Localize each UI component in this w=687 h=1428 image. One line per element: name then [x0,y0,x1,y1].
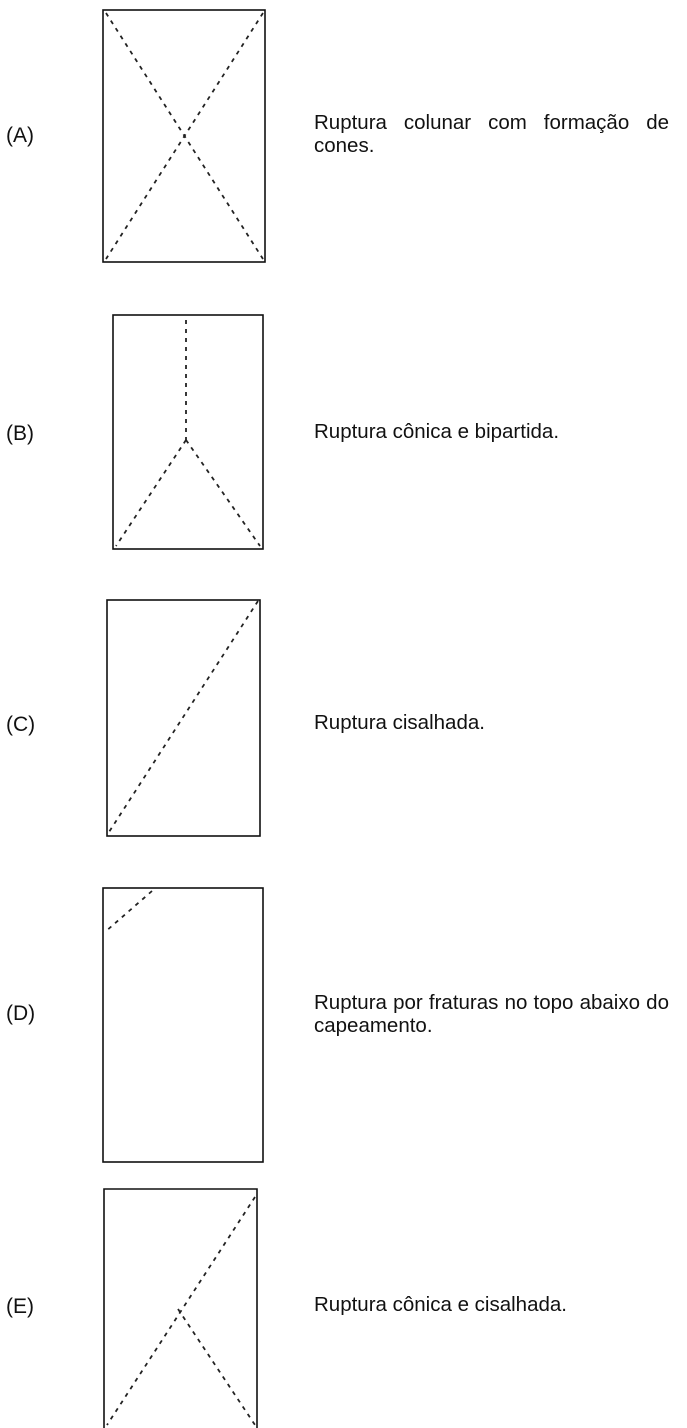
diagram-d [102,887,264,1163]
crack-b-right [185,439,261,547]
diagram-b [112,314,264,550]
specimen-outline-c [106,599,261,837]
diagram-a [102,9,266,263]
description-a: Ruptura colunar com formação de cones. [314,111,669,157]
label-b: (B) [6,422,34,445]
crack-e-long [106,1196,256,1426]
specimen-outline-a [102,9,266,263]
crack-e-short [177,1308,256,1426]
label-e: (E) [6,1295,34,1318]
diagram-e [103,1188,258,1428]
label-a: (A) [6,124,34,147]
specimen-outline-d [102,887,264,1163]
label-d: (D) [6,1002,36,1025]
description-b: Ruptura cônica e bipartida. [314,420,560,443]
crack-b-left [115,439,187,547]
diagram-c [106,599,261,837]
crack-c-diagonal [108,600,259,833]
crack-a-2 [105,12,264,260]
description-d: Ruptura por fraturas no topo abaixo do c… [314,991,669,1037]
description-e: Ruptura cônica e cisalhada. [314,1293,567,1316]
crack-d-corner [104,890,153,933]
description-c: Ruptura cisalhada. [314,711,485,734]
label-c: (C) [6,713,36,736]
specimen-outline-b [112,314,264,550]
specimen-outline-e [103,1188,258,1428]
